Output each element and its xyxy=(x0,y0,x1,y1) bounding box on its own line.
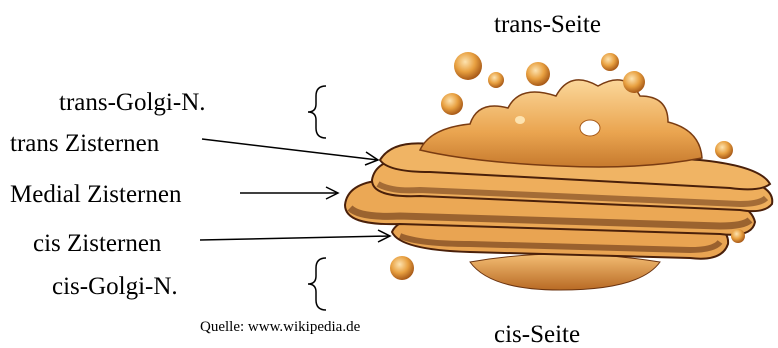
vesicle xyxy=(715,141,733,159)
arrow-trans-cisternae xyxy=(202,139,378,160)
fenestration xyxy=(515,116,525,124)
vesicle xyxy=(390,256,414,280)
golgi-apparatus xyxy=(345,52,772,290)
vesicle xyxy=(441,93,463,115)
cis-cisternae-label: cis Zisternen xyxy=(33,231,161,256)
vesicle xyxy=(731,229,745,243)
vesicle xyxy=(454,52,482,80)
medial-cisternae-label: Medial Zisternen xyxy=(10,182,181,207)
vesicle xyxy=(601,53,619,71)
vesicle xyxy=(623,71,645,93)
brace-trans-golgi-network xyxy=(308,86,326,138)
vesicle xyxy=(488,72,504,88)
brace-cis-golgi-network xyxy=(308,258,326,310)
trans-golgi-network xyxy=(420,80,702,167)
fenestration xyxy=(580,120,600,136)
source-credit: Quelle: www.wikipedia.de xyxy=(200,320,360,335)
cis-base xyxy=(470,254,660,290)
trans-cisternae-label: trans Zisternen xyxy=(10,131,159,156)
trans-side-label: trans-Seite xyxy=(494,12,601,37)
arrow-cis-cisternae xyxy=(200,236,390,240)
trans-golgi-network-label: trans-Golgi-N. xyxy=(59,90,206,115)
cis-golgi-network-label: cis-Golgi-N. xyxy=(52,274,178,299)
vesicle xyxy=(526,62,550,86)
cis-side-label: cis-Seite xyxy=(494,322,580,347)
